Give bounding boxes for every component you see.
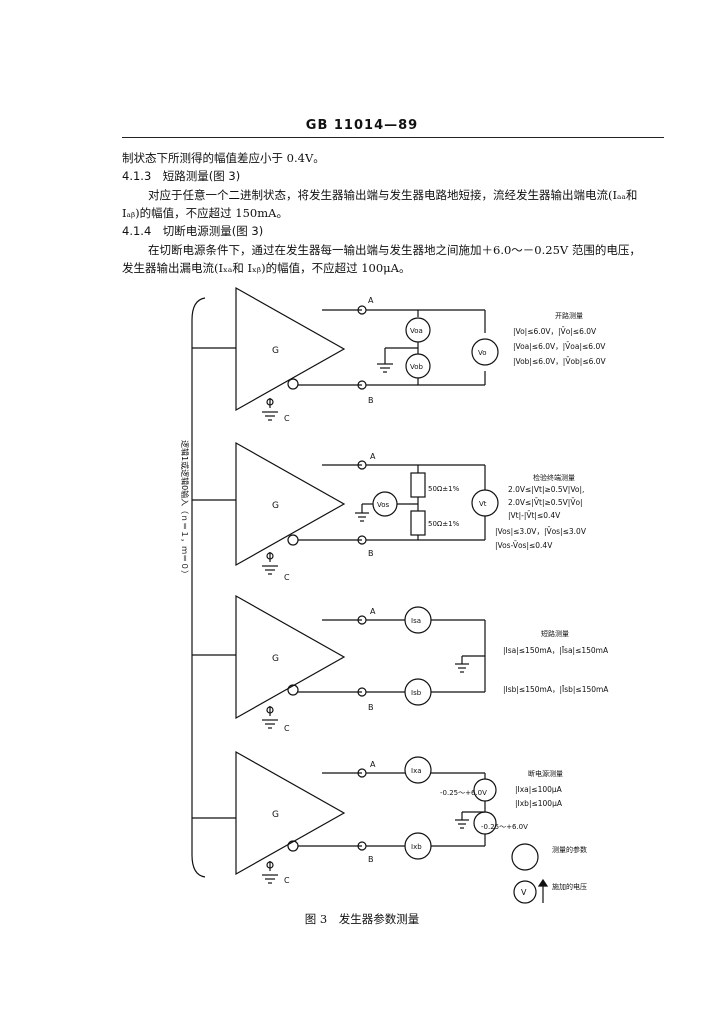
terminal-b-label: B — [368, 549, 374, 558]
section-4-1-4-text-1: 在切断电源条件下，通过在发生器每一输出端与发生器地之间施加＋6.0～－0.25V… — [148, 243, 641, 257]
resistor-1 — [410, 472, 426, 498]
legend: 测量的参数 V 施加的电压 — [511, 843, 587, 904]
terminal-a-label: A — [368, 296, 374, 305]
generator-label: G — [272, 346, 279, 356]
meter-ixa — [404, 756, 432, 784]
section-4-1-4-title: 4.1.4 切断电源测量(图 3) — [122, 224, 264, 238]
poweroff-l2: |Ixb|≤100μA — [515, 799, 563, 808]
meter-ixb-label: Ixb — [411, 843, 422, 851]
open-l3: |Vob|≤6.0V，|V̄ob|≤6.0V — [513, 357, 607, 366]
term-l3: |Vt|-|V̄t|≤0.4V — [508, 511, 561, 520]
meter-vo — [471, 338, 499, 366]
short-title: 短路测量 — [541, 629, 569, 638]
term-l4: |Vos|≤3.0V，|V̄os|≤3.0V — [495, 527, 587, 536]
open-title: 开路测量 — [555, 311, 583, 320]
terminal-a-label: A — [370, 452, 376, 461]
terminal-b-label: B — [368, 703, 374, 712]
section-4-1-3-text-1: 对应于任意一个二进制状态，将发生器输出端与发生器电路地短接，流经发生器输出端电流… — [148, 188, 638, 202]
section-4-1-4-text-2: 发生器输出漏电流(Iₓₐ和 Iₓᵦ)的幅值，不应超过 100μA。 — [122, 261, 411, 275]
meter-ixa-label: Ixa — [411, 767, 422, 775]
generator-label: G — [272, 654, 279, 664]
generator-triangle — [235, 594, 346, 720]
generator-triangle — [235, 286, 346, 412]
short-l1: |Isa|≤150mA，|Īsa|≤150mA — [503, 646, 609, 655]
ground-c-label: C — [284, 414, 290, 423]
poweroff-l1: |Ixa|≤100μA — [515, 785, 563, 794]
meter-isa-label: Isa — [411, 617, 421, 625]
legend-v-symbol: V — [521, 888, 527, 897]
poweroff-title: 断电源测量 — [528, 769, 563, 778]
legend-applied-label: 施加的电压 — [552, 882, 587, 891]
meter-voa-label: Voa — [410, 327, 423, 335]
paragraph-continuation: 制状态下所测得的幅值差应小于 0.4V。 — [122, 151, 325, 165]
figure-caption: 图 3 发生器参数测量 — [304, 912, 420, 926]
short-l2: |Isb|≤150mA，|Īsb|≤150mA — [503, 685, 609, 694]
resistor-2-label: 50Ω±1% — [428, 520, 460, 528]
generator-triangle — [235, 441, 346, 567]
resistor-2 — [410, 510, 426, 536]
meter-vos-label: Vos — [377, 501, 390, 509]
input-bracket: 逻辑1或逻辑0输入（ｎ＝１，ｍ＝０） — [180, 297, 236, 878]
term-l5: |Vos-V̄os|≤0.4V — [495, 541, 553, 550]
meter-vt-label: Vt — [479, 500, 487, 508]
voltage-source-2-label: -0.25～+6.0V — [481, 823, 528, 831]
voltage-source-1-label: -0.25～+6.0V — [440, 789, 487, 797]
meter-isb-label: Isb — [411, 689, 422, 697]
side-label: 逻辑1或逻辑0输入（ｎ＝１，ｍ＝０） — [180, 440, 190, 578]
panel-power-off: G A Ixa -0.25～+6.0V -0.25～+6.0V B Ixb C — [235, 750, 563, 885]
legend-source-circle — [513, 880, 537, 904]
terminal-a-label: A — [370, 607, 376, 616]
terminal-b-label: B — [368, 855, 374, 864]
generator-triangle — [235, 750, 346, 876]
term-l1: 2.0V≤|Vt|≥0.5V|Vo|, — [508, 485, 584, 494]
meter-vo-label: Vo — [478, 349, 487, 357]
generator-label: G — [272, 501, 279, 511]
ground-c-label: C — [284, 724, 290, 733]
resistor-1-label: 50Ω±1% — [428, 485, 460, 493]
open-l2: |Voa|≤6.0V，|V̄oa|≤6.0V — [513, 342, 606, 351]
legend-meter-circle — [511, 843, 539, 871]
panel-open-circuit: G A B Vo Voa Vob C 开路测量 |Vo|≤6.0V，|V̄o|≤… — [235, 286, 607, 423]
panel-test-termination: G A B 50Ω±1% 50Ω±1% Vos Vt C 检验终端 — [235, 441, 587, 582]
document-header: GB 11014—89 — [305, 118, 419, 133]
meter-vob-label: Vob — [410, 363, 424, 371]
terminal-a-label: A — [370, 760, 376, 769]
section-4-1-3-text-2: Iₐᵦ)的幅值，不应超过 150mA。 — [122, 206, 288, 220]
ground-c-label: C — [284, 876, 290, 885]
header-rule — [122, 137, 664, 138]
generator-label: G — [272, 810, 279, 820]
ground-c-label: C — [284, 573, 290, 582]
legend-measured-label: 测量的参数 — [552, 845, 587, 854]
term-l2: 2.0V≤|V̄t|≥0.5V|V̄o| — [508, 498, 583, 507]
term-title: 检验终端测量 — [533, 473, 575, 482]
section-4-1-3-title: 4.1.3 短路测量(图 3) — [122, 169, 241, 183]
open-l1: |Vo|≤6.0V，|V̄o|≤6.0V — [513, 327, 597, 336]
panel-short-circuit: G A Isa B Isb C 短路测量 |Isa|≤150mA，|Īsa|≤1… — [235, 594, 609, 733]
meter-vt — [471, 489, 499, 517]
terminal-b-label: B — [368, 396, 374, 405]
